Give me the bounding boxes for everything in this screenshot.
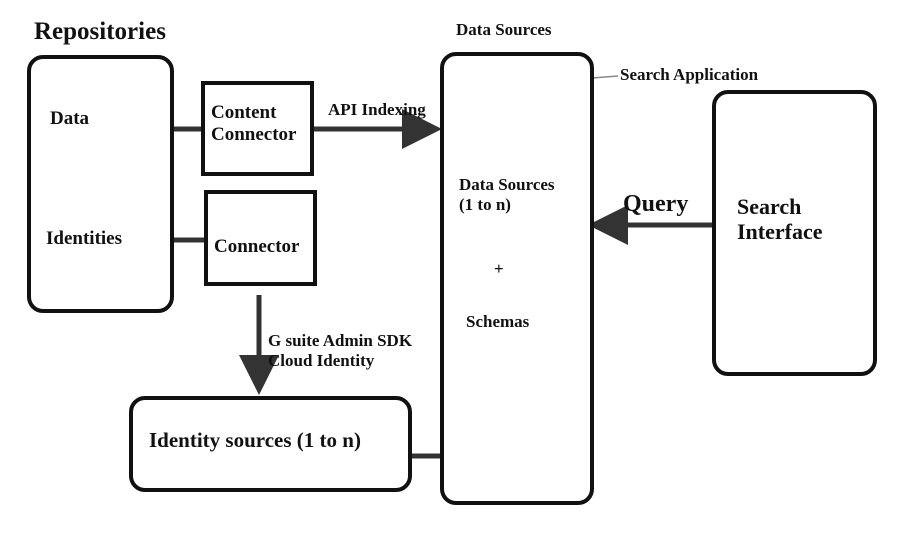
data-sources-header: Data Sources xyxy=(456,20,552,39)
search-application-label: Search Application xyxy=(620,65,759,84)
admin-sdk-label: G suite Admin SDK Cloud Identity xyxy=(268,331,413,370)
repositories-box xyxy=(27,55,174,313)
plus-sign: + xyxy=(494,259,504,278)
content-connector-label: Content Connector xyxy=(211,102,297,145)
repositories-title: Repositories xyxy=(34,18,166,45)
search-interface-box xyxy=(712,90,877,376)
connector-label: Connector xyxy=(214,236,300,257)
content-connector-box xyxy=(201,81,314,176)
api-indexing-label: API Indexing xyxy=(328,100,426,119)
identity-sources-box xyxy=(129,396,412,492)
search-application-leader xyxy=(591,75,619,79)
data-sources-box xyxy=(440,52,594,505)
query-label: Query xyxy=(623,191,689,217)
data-label: Data xyxy=(50,108,90,129)
schemas-label: Schemas xyxy=(466,312,530,331)
connector-box xyxy=(204,190,317,286)
search-interface-label: Search Interface xyxy=(737,194,823,245)
identity-sources-label: Identity sources (1 to n) xyxy=(149,428,361,452)
data-sources-inner-label: Data Sources (1 to n) xyxy=(459,175,555,214)
identities-label: Identities xyxy=(46,228,122,249)
